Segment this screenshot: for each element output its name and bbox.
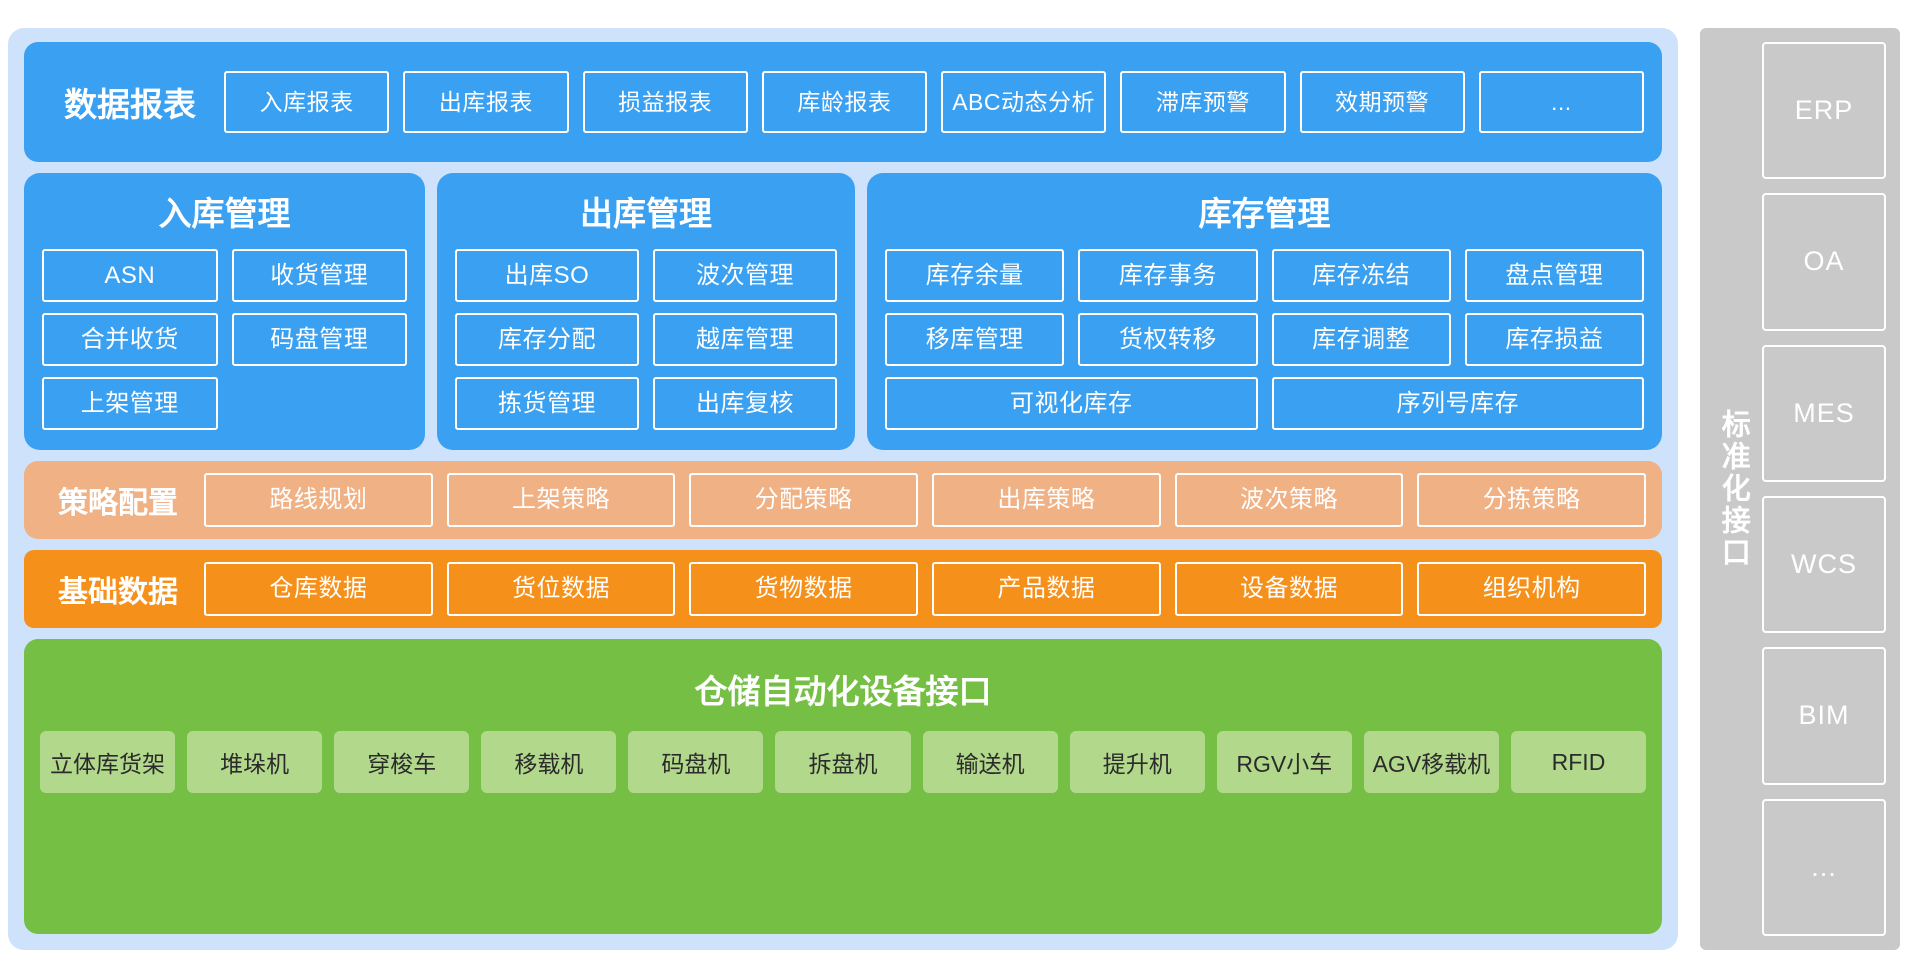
device-chip-rgv[interactable]: RGV小车 <box>1216 731 1352 793</box>
report-chip-abc-analysis[interactable]: ABC动态分析 <box>941 71 1107 133</box>
basedata-chip-goods[interactable]: 货物数据 <box>689 562 919 616</box>
module-stock: 库存管理 库存余量 库存事务 库存冻结 盘点管理 移库管理 货权转移 库存调整 … <box>867 173 1662 450</box>
data-reports-title: 数据报表 <box>64 86 196 123</box>
stock-chip-balance[interactable]: 库存余量 <box>885 249 1065 302</box>
inbound-chip-merge-receiving[interactable]: 合并收货 <box>42 313 218 366</box>
module-stock-grid: 库存余量 库存事务 库存冻结 盘点管理 移库管理 货权转移 库存调整 库存损益 … <box>885 249 1644 432</box>
device-chip-stacker[interactable]: 堆垛机 <box>187 731 323 793</box>
base-data-section: 基础数据 仓库数据 货位数据 货物数据 产品数据 设备数据 组织机构 <box>24 550 1662 628</box>
basedata-chip-product[interactable]: 产品数据 <box>932 562 1161 616</box>
external-system-list: ERP OA MES WCS BIM ... <box>1762 42 1886 936</box>
device-chip-rfid[interactable]: RFID <box>1510 731 1647 793</box>
automation-interface-section: 仓储自动化设备接口 立体库货架 堆垛机 穿梭车 移载机 码盘机 拆盘机 输送机 … <box>24 639 1662 934</box>
device-strip: 立体库货架 堆垛机 穿梭车 移载机 码盘机 拆盘机 输送机 提升机 RGV小车 … <box>40 731 1647 793</box>
report-chip-stagnation-alert[interactable]: 滞库预警 <box>1120 71 1286 133</box>
external-system-bim[interactable]: BIM <box>1762 647 1886 785</box>
external-system-oa[interactable]: OA <box>1762 193 1886 331</box>
report-chip-stock-age[interactable]: 库龄报表 <box>761 71 927 133</box>
inbound-chip-asn[interactable]: ASN <box>42 249 218 302</box>
base-data-title: 基础数据 <box>58 576 178 609</box>
device-chip-asrs-rack[interactable]: 立体库货架 <box>40 731 176 793</box>
strategy-config-title: 策略配置 <box>58 487 178 520</box>
stock-chip-transfer[interactable]: 移库管理 <box>885 313 1065 366</box>
module-outbound-grid: 出库SO 波次管理 库存分配 越库管理 拣货管理 出库复核 <box>455 249 837 432</box>
inbound-chip-palletizing[interactable]: 码盘管理 <box>231 313 407 366</box>
device-chip-depalletizer[interactable]: 拆盘机 <box>775 731 911 793</box>
stock-chip-serial-inventory[interactable]: 序列号库存 <box>1271 377 1644 430</box>
basedata-chip-location[interactable]: 货位数据 <box>446 562 676 616</box>
data-reports-section: 数据报表 入库报表 出库报表 损益报表 库龄报表 ABC动态分析 滞库预警 效期… <box>24 42 1662 162</box>
external-system-mes[interactable]: MES <box>1762 344 1886 482</box>
standard-interface-label: 标准化接口 <box>1717 409 1750 569</box>
automation-interface-title: 仓储自动化设备接口 <box>694 673 992 710</box>
device-chip-palletizer[interactable]: 码盘机 <box>628 731 764 793</box>
module-outbound-title: 出库管理 <box>580 195 712 232</box>
strategy-chip-putaway[interactable]: 上架策略 <box>446 473 676 527</box>
report-chip-inbound[interactable]: 入库报表 <box>224 71 390 133</box>
basedata-chip-organization[interactable]: 组织机构 <box>1417 562 1647 616</box>
stock-chip-adjustment[interactable]: 库存调整 <box>1271 313 1451 366</box>
stock-chip-transaction[interactable]: 库存事务 <box>1078 249 1258 302</box>
basedata-chip-equipment[interactable]: 设备数据 <box>1174 562 1404 616</box>
strategy-chip-outbound[interactable]: 出库策略 <box>932 473 1161 527</box>
outbound-chip-wave[interactable]: 波次管理 <box>653 249 837 302</box>
device-chip-conveyor[interactable]: 输送机 <box>922 731 1058 793</box>
wms-main-panel: 数据报表 入库报表 出库报表 损益报表 库龄报表 ABC动态分析 滞库预警 效期… <box>8 28 1678 950</box>
external-system-erp[interactable]: ERP <box>1762 42 1886 180</box>
device-chip-shuttle[interactable]: 穿梭车 <box>334 731 470 793</box>
module-inbound-grid: ASN 收货管理 合并收货 码盘管理 上架管理 <box>42 249 407 432</box>
module-outbound: 出库管理 出库SO 波次管理 库存分配 越库管理 拣货管理 出库复核 <box>437 173 855 450</box>
stock-chip-profit-loss[interactable]: 库存损益 <box>1464 313 1644 366</box>
inbound-chip-receiving[interactable]: 收货管理 <box>231 249 407 302</box>
report-chip-profit-loss[interactable]: 损益报表 <box>582 71 748 133</box>
inbound-chip-putaway[interactable]: 上架管理 <box>42 377 218 430</box>
device-chip-transfer[interactable]: 移载机 <box>481 731 617 793</box>
device-chip-agv[interactable]: AGV移载机 <box>1363 731 1499 793</box>
strategy-config-section: 策略配置 路线规划 上架策略 分配策略 出库策略 波次策略 分拣策略 <box>24 461 1662 539</box>
report-chip-more[interactable]: ... <box>1478 71 1644 133</box>
stock-chip-ownership-transfer[interactable]: 货权转移 <box>1078 313 1258 366</box>
report-chip-expiry-alert[interactable]: 效期预警 <box>1299 71 1465 133</box>
outbound-chip-crossdock[interactable]: 越库管理 <box>653 313 837 366</box>
basedata-chip-warehouse[interactable]: 仓库数据 <box>204 562 433 616</box>
outbound-chip-picking[interactable]: 拣货管理 <box>455 377 639 430</box>
outbound-chip-recheck[interactable]: 出库复核 <box>653 377 837 430</box>
external-system-wcs[interactable]: WCS <box>1762 495 1886 634</box>
stock-chip-visual-inventory[interactable]: 可视化库存 <box>885 377 1258 430</box>
standard-interface-sidebar: 标准化接口 ERP OA MES WCS BIM ... <box>1700 28 1900 950</box>
strategy-chip-sorting[interactable]: 分拣策略 <box>1417 473 1647 527</box>
outbound-chip-so[interactable]: 出库SO <box>455 249 639 302</box>
core-modules-row: 入库管理 ASN 收货管理 合并收货 码盘管理 上架管理 出库管理 出库SO 波… <box>24 173 1662 450</box>
strategy-chip-wave[interactable]: 波次策略 <box>1174 473 1404 527</box>
outbound-chip-allocation[interactable]: 库存分配 <box>455 313 639 366</box>
module-stock-title: 库存管理 <box>1198 195 1331 232</box>
strategy-chip-allocation[interactable]: 分配策略 <box>689 473 919 527</box>
stock-chip-counting[interactable]: 盘点管理 <box>1464 249 1644 302</box>
strategy-chip-route-planning[interactable]: 路线规划 <box>204 473 433 527</box>
report-chip-outbound[interactable]: 出库报表 <box>403 71 569 133</box>
device-chip-lifter[interactable]: 提升机 <box>1069 731 1205 793</box>
module-inbound-title: 入库管理 <box>158 195 291 232</box>
stock-chip-freeze[interactable]: 库存冻结 <box>1271 249 1451 302</box>
module-inbound: 入库管理 ASN 收货管理 合并收货 码盘管理 上架管理 <box>24 173 425 450</box>
external-system-more[interactable]: ... <box>1762 798 1886 936</box>
